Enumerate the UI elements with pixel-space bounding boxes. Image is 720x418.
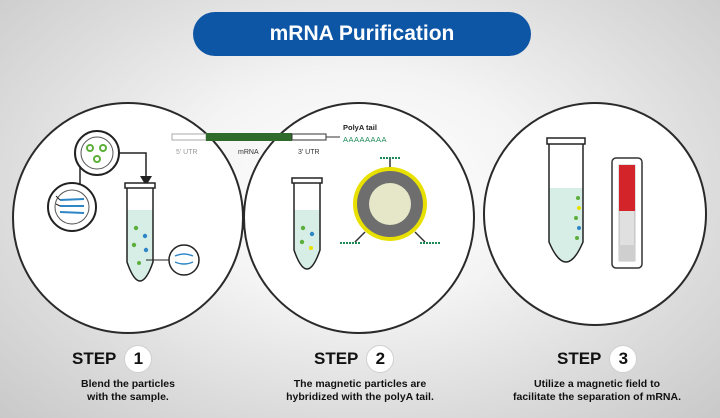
step-2-description: The magnetic particles are hybridized wi… (250, 378, 470, 404)
tube-step-2 (291, 177, 323, 270)
step-3-panel (483, 102, 707, 326)
step-1-number: 1 (124, 345, 153, 373)
step-2-word: STEP (314, 349, 359, 368)
magnetic-bead (340, 157, 440, 244)
step-3-heading: STEP 3 (557, 345, 638, 373)
tube-step-3 (546, 137, 586, 263)
polya-sequence: AAAAAAAA (343, 135, 387, 144)
step-3-word: STEP (557, 349, 602, 368)
zoom-bubble (146, 244, 200, 276)
mrna-label: mRNA (238, 149, 259, 156)
step-3-description: Utilize a magnetic field to facilitate t… (487, 378, 707, 404)
step-2-heading: STEP 2 (314, 345, 395, 373)
tube-step-1 (124, 182, 156, 282)
step-2-line-2: hybridized with the polyA tail. (286, 391, 434, 403)
step-2-line-1: The magnetic particles are (293, 378, 427, 390)
page-title: mRNA Purification (269, 22, 455, 45)
step-2-number: 2 (366, 345, 395, 373)
step-3-line-2: facilitate the separation of mRNA. (512, 391, 682, 403)
step-3-line-1: Utilize a magnetic field to (533, 378, 661, 390)
step-3-number: 3 (609, 345, 638, 373)
magnet (611, 157, 643, 269)
title-banner: mRNA Purification (193, 12, 531, 56)
step-1-word: STEP (72, 349, 117, 368)
particle-bubble (74, 130, 152, 190)
sample-bubble (47, 182, 97, 232)
step-1-heading: STEP 1 (72, 345, 153, 373)
utr5-label: 5' UTR (176, 149, 198, 156)
utr3-label: 3' UTR (298, 149, 320, 156)
step-1-line-2: with the sample. (87, 391, 169, 403)
polya-tail-label: PolyA tail (343, 123, 377, 132)
mrna-strand (171, 133, 340, 141)
step-1-description: Blend the particles with the sample. (18, 378, 238, 404)
step-1-line-1: Blend the particles (81, 378, 175, 390)
